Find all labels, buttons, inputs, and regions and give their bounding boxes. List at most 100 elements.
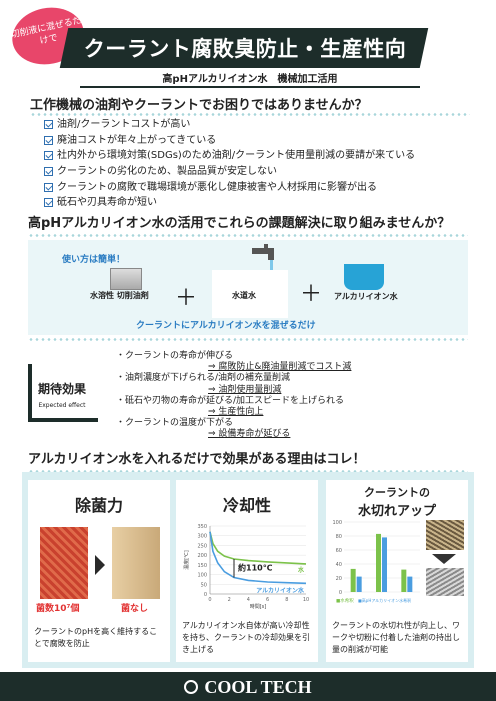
plus-icon: ＋ (300, 282, 323, 307)
checkbox-icon (44, 120, 53, 130)
y-tick-label: 150 (197, 563, 207, 569)
y-tick-label: 100 (197, 573, 207, 579)
bar (382, 537, 387, 592)
drainage-chart: 0 20 40 60 80 100 ■水希釈 ■高pHアルカリイオン水希釈 (332, 520, 420, 604)
effects-title: 期待効果 (37, 382, 86, 396)
effects-frame (28, 364, 98, 422)
series-line (209, 531, 307, 565)
problem-item: 油剤/クーラントコストが高い (44, 117, 484, 133)
brand-logo-icon (184, 680, 199, 694)
problem-list: 油剤/クーラントコストが高い 廃油コストが年々上がってきている 社内外から環境対… (44, 117, 484, 211)
card-title: 冷却性 (222, 496, 271, 515)
usage-note: クーラントにアルカリイオン水を混ぜるだけ (136, 321, 316, 331)
ingredient-water: 水道水 (232, 291, 256, 300)
effects-subtitle: Expected effect (38, 402, 86, 409)
footer (0, 672, 496, 701)
y-tick-label: 100 (332, 520, 342, 526)
chips-after-image (426, 568, 464, 596)
y-tick-label: 20 (336, 576, 342, 582)
problem-item: クーラントの劣化のため、製品品質が安定しない (44, 164, 484, 180)
effect-line: ・油剤濃度が下げられる/油剤の補充量削減 (116, 373, 291, 384)
y-tick-label: 0 (204, 592, 207, 598)
series-line (209, 531, 307, 585)
dotted-divider (30, 113, 470, 116)
card-title-line1: クーラントの (364, 486, 430, 499)
x-tick-label: 0 (208, 597, 211, 603)
y-tick-label: 60 (336, 548, 342, 554)
effect-result: ⇒ 腐敗防止&廃油量削減でコスト減 (208, 362, 352, 373)
checkbox-icon (44, 135, 53, 145)
clean-sample-image (112, 527, 160, 599)
usage-label: 使い方は簡単！ (62, 255, 126, 265)
problems-heading: 工作機械の油剤やクーラントでお困りではありませんか？ (30, 98, 368, 113)
ingredient-oil: 水溶性 切削油剤 (90, 291, 149, 300)
card-description: クーラントの水切れ性が向上し、ワークや切粉に付着した油剤の持出し量の削減が可能 (332, 621, 460, 654)
footer-brand: COOL TECH (0, 673, 496, 701)
series-label: アルカリイオン水 (256, 586, 305, 594)
effect-line: ・クーラントの寿命が伸びる (116, 351, 234, 361)
oil-can-icon (110, 268, 142, 290)
bar (376, 533, 381, 592)
problem-item: クーラントの腐敗で職場環境が悪化し健康被害や人材採用に影響が出る (44, 179, 484, 195)
solution-heading: 高pHアルカリイオン水の活用でこれらの課題解決に取り組みませんか？ (28, 216, 451, 231)
reasons-heading: アルカリイオン水を入れるだけで効果がある理由はコレ！ (28, 452, 366, 467)
bar (401, 569, 407, 592)
problem-item: 廃油コストが年々上がってきている (44, 133, 484, 149)
effect-result: ⇒ 生産性向上 (208, 407, 264, 418)
card-description: クーラントのpHを高く維持することで腐敗を防止 (34, 627, 158, 648)
y-tick-label: 40 (336, 562, 342, 568)
ingredient-alkaline: アルカリイオン水 (334, 292, 398, 301)
card-title: 水切れアップ (357, 504, 436, 519)
effect-result: ⇒ 設備寿命が延びる (208, 429, 291, 440)
plus-icon: ＋ (175, 286, 198, 311)
page-title: クーラント腐敗臭防止・生産性向上! (83, 37, 407, 95)
water-panel (212, 270, 288, 318)
x-tick-label: 8 (285, 597, 288, 603)
dotted-divider (28, 234, 468, 237)
annotation-label: 約110℃ (238, 562, 273, 572)
dotted-divider (28, 338, 468, 341)
arrow-down-icon (432, 554, 456, 564)
chips-before-image (426, 520, 464, 550)
x-tick-label: 2 (228, 597, 231, 603)
no-bacteria-label: 菌なし (121, 604, 149, 614)
legend-entry: ■高pHアルカリイオン水希釈 (358, 597, 411, 603)
y-tick-label: 80 (336, 534, 342, 540)
effects-list: ・クーラントの寿命が伸びる ⇒ 腐敗防止&廃油量削減でコスト減 ・油剤濃度が下げ… (116, 351, 446, 441)
bar (350, 568, 356, 592)
y-tick-label: 50 (201, 582, 207, 588)
checkbox-icon (44, 151, 53, 161)
problem-item: 砥石や刃具寿命が短い (44, 195, 484, 211)
checkbox-icon (44, 167, 53, 177)
arrow-right-icon (95, 555, 105, 575)
y-axis-label: 温度[℃] (183, 550, 190, 570)
y-tick-label: 350 (197, 524, 207, 530)
problem-item: 社内外から環境対策(SDGs)のため油剤/クーラント使用量削減の要請が来ている (44, 148, 484, 164)
card-description: アルカリイオン水自体が高い冷却性を持ち、クーラントの冷却効果を引き上げる (182, 621, 310, 654)
bucket-icon (344, 264, 384, 290)
faucet-icon (252, 244, 274, 270)
effect-line: ・クーラントの温度が下がる (116, 418, 234, 429)
reason-card-drainage: クーラントの 水切れアップ 0 20 40 60 80 100 ■水希釈 ■高pHアルカリイオ… (326, 480, 468, 662)
dotted-divider (28, 470, 468, 473)
series-label: 水 (298, 566, 305, 574)
effect-line: ・砥石や刃物の寿命が延びる/加工スピードを上げられる (116, 395, 345, 406)
effect-result: ⇒ 油剤使用量削減 (208, 384, 282, 395)
x-tick-label: 6 (266, 597, 269, 603)
y-tick-label: 200 (197, 553, 207, 559)
x-tick-label: 10 (303, 597, 309, 603)
y-tick-label: 0 (339, 590, 342, 596)
legend-entry: ■水希釈 (336, 597, 354, 604)
bar (356, 576, 362, 592)
bacteria-sample-image (40, 527, 88, 599)
y-tick-label: 250 (197, 543, 207, 549)
checkbox-icon (44, 198, 53, 208)
bacteria-count-label: 菌数10⁷個 (36, 604, 80, 614)
page-subtitle: 高pHアルカリイオン水 機械加工活用 (162, 74, 338, 85)
checkbox-icon (44, 182, 53, 192)
bar (407, 576, 413, 592)
card-title: 除菌力 (74, 496, 123, 515)
x-tick-label: 4 (247, 597, 250, 603)
